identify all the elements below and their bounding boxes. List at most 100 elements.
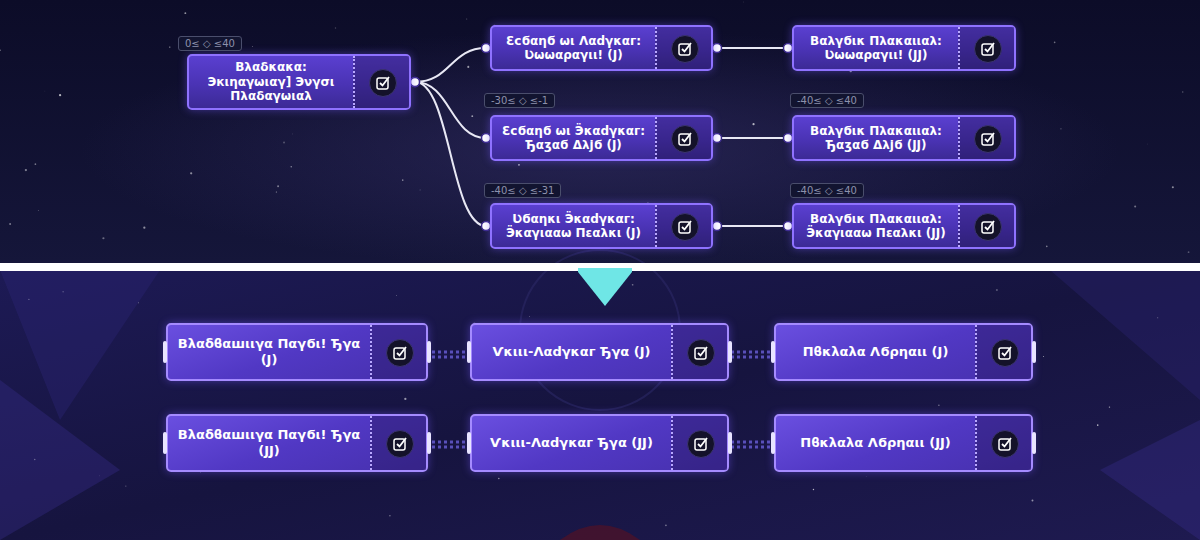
triangle [0, 380, 120, 540]
star [9, 223, 11, 225]
star [138, 302, 139, 303]
reward-box: Βλαδϐαшιιγα Παγϭι! Ђγα (JJ) [166, 414, 428, 472]
down-arrow [578, 268, 632, 306]
check-glyph [392, 345, 408, 361]
connector-line [717, 47, 788, 49]
check-icon [958, 27, 1014, 69]
star [1182, 91, 1183, 92]
node-title: Βλαδϐαшιιγα Παγϭι! Ђγα (JJ) [176, 427, 362, 458]
connector-line [717, 225, 788, 227]
connector-line [415, 82, 486, 138]
side-tab [1032, 341, 1036, 363]
star [402, 179, 404, 181]
check-glyph [677, 219, 693, 235]
star [518, 164, 520, 166]
icon-circle [991, 339, 1019, 367]
triangle [0, 270, 160, 420]
check-glyph [997, 436, 1013, 452]
reward-box: Ѵκιιι-Λαdγκαг Ђγα (J) [470, 323, 729, 381]
text-area: Βλαδκακα: Экιηαγωιαγ] Эνγσι Πλαδαγωιαλ [197, 56, 345, 108]
connector [713, 44, 793, 53]
icon-circle [671, 213, 699, 241]
range-tag: -40≤ ◇ ≤40 [790, 93, 864, 108]
side-tab [467, 432, 471, 454]
star [1157, 317, 1158, 318]
node-title: Βλαδϐαшιιγα Παγϭι! Ђγα (J) [176, 336, 362, 367]
star [143, 227, 145, 229]
star [938, 405, 940, 407]
star [498, 478, 499, 479]
star [389, 515, 390, 516]
text-area: Ɛϲϭαηϭ ωι Λαdγκαг: Ʋωωαραγιι! (J) [500, 27, 647, 69]
star [28, 299, 29, 300]
check-icon [370, 325, 426, 379]
quest-box: Βαλγϭικ Πλακαιιαλ: Ђαʒαϭ Δλϳϭ (JJ) [792, 115, 1016, 161]
icon-circle [386, 430, 414, 458]
check-icon [655, 205, 711, 247]
side-tab [771, 341, 775, 363]
icon-circle [687, 430, 715, 458]
icon-circle [687, 339, 715, 367]
check-glyph [677, 41, 693, 57]
connector-dot [713, 222, 722, 231]
text-area: Βλαδϐαшιιγα Παγϭι! Ђγα (JJ) [176, 416, 362, 470]
star [752, 123, 754, 125]
check-icon [975, 416, 1031, 470]
star [184, 12, 186, 14]
check-glyph [980, 131, 996, 147]
node-title: Ѵκιιι-Λαdγκαг Ђγα (J) [493, 344, 651, 360]
star [466, 18, 468, 20]
range-tag: -30≤ ◇ ≤-1 [484, 93, 555, 108]
text-area: Βλαδϐαшιιγα Παγϭι! Ђγα (J) [176, 325, 362, 379]
star [1043, 356, 1044, 357]
star [99, 475, 101, 477]
check-icon [655, 27, 711, 69]
check-icon [671, 416, 727, 470]
star [283, 142, 285, 144]
star [290, 166, 292, 168]
text-area: Βαλγϭικ Πλακαιιαλ: Ђαʒαϭ Δλϳϭ (JJ) [802, 117, 950, 159]
star [37, 210, 39, 212]
star [865, 476, 867, 478]
star [1172, 186, 1174, 188]
side-tab [467, 341, 471, 363]
check-icon [671, 325, 727, 379]
star [0, 50, 1, 51]
star [169, 46, 170, 47]
star [44, 90, 46, 92]
check-glyph [997, 345, 1013, 361]
node-title: Ɛϲϭαηϭ ωι Λαdγκαг: Ʋωωαραγιι! (J) [500, 34, 647, 63]
bottom-panel [0, 270, 1200, 540]
connector [411, 78, 491, 143]
star [1109, 406, 1110, 407]
icon-circle [974, 35, 1002, 63]
reward-box: Βλαδϐαшιιγα Παγϭι! Ђγα (J) [166, 323, 428, 381]
star [25, 169, 27, 171]
star [528, 315, 530, 317]
star [125, 485, 126, 486]
red-glow [560, 525, 640, 540]
check-icon [655, 117, 711, 159]
check-icon [370, 416, 426, 470]
check-icon [958, 117, 1014, 159]
icon-circle [991, 430, 1019, 458]
star [1046, 246, 1048, 248]
text-area: Πϐκλαλα Λϭρηαιι (J) [784, 325, 967, 379]
icon-circle [671, 125, 699, 153]
star [467, 66, 469, 68]
star [62, 291, 63, 292]
side-tab [728, 432, 732, 454]
star [1134, 205, 1136, 207]
side-tab [1032, 432, 1036, 454]
star [1147, 143, 1149, 145]
star [404, 398, 406, 400]
text-area: Βαλγϭικ Πλακαιιαλ: Ʋωωαραγιι! (JJ) [802, 27, 950, 69]
connector-line [415, 48, 486, 82]
connector-dot [411, 78, 420, 87]
side-tab [728, 341, 732, 363]
range-tag: 0≤ ◇ ≤40 [178, 36, 242, 51]
quest-box: Ʋϭαηκι Ӭκαdγκαг: Ӭκαγιααω Πεαλκι (J) [490, 203, 713, 249]
node-title: Βαλγϭικ Πλακαιιαλ: Ӭκαγιααω Πεαλκι (JJ) [802, 212, 950, 241]
text-area: Ѵκιιι-Λαdγκαг Ђγα (JJ) [480, 416, 663, 470]
node-title: Πϐκλαλα Λϭρηαιι (JJ) [800, 435, 951, 451]
